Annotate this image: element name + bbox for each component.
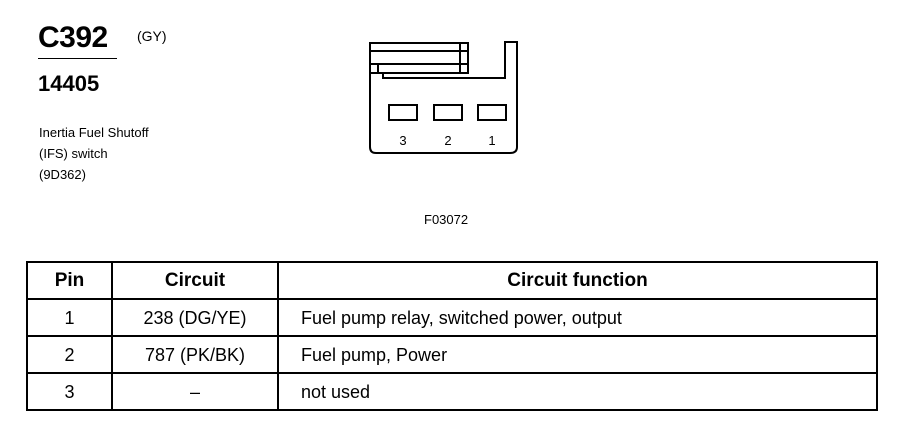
pin-terminal-3 [388, 104, 418, 121]
pin-cell: 3 [26, 372, 113, 411]
function-cell: not used [277, 372, 878, 411]
description-line: (IFS) switch [39, 146, 108, 161]
pin-circuit-table: Pin Circuit Circuit function 1 238 (DG/Y… [26, 261, 878, 411]
pin-label-1: 1 [488, 133, 495, 148]
connector-body-outline [369, 41, 518, 154]
table-row: 3 – not used [26, 372, 878, 411]
description-line: Inertia Fuel Shutoff [39, 125, 149, 140]
circuit-cell: 787 (PK/BK) [111, 335, 279, 374]
header-circuit: Circuit [111, 261, 279, 300]
header-pin: Pin [26, 261, 113, 300]
table-row: 2 787 (PK/BK) Fuel pump, Power [26, 335, 878, 374]
circuit-cell: 238 (DG/YE) [111, 298, 279, 337]
component-description: Inertia Fuel Shutoff (IFS) switch (9D362… [39, 122, 149, 185]
function-cell: Fuel pump relay, switched power, output [277, 298, 878, 337]
function-cell: Fuel pump, Power [277, 335, 878, 374]
title-divider [38, 58, 117, 59]
table-header-row: Pin Circuit Circuit function [26, 261, 878, 300]
part-number: 14405 [38, 71, 100, 96]
color-code: (GY) [137, 28, 167, 44]
pin-terminal-1 [477, 104, 507, 121]
figure-id: F03072 [424, 212, 469, 227]
connector-face-diagram: 3 2 1 [369, 41, 518, 154]
pin-label-3: 3 [399, 133, 406, 148]
description-line: (9D362) [39, 167, 86, 182]
connector-id: C392 [38, 21, 108, 54]
connector-latch-outline [369, 42, 469, 74]
pin-label-2: 2 [444, 133, 451, 148]
header-circuit-function: Circuit function [277, 261, 878, 300]
table-row: 1 238 (DG/YE) Fuel pump relay, switched … [26, 298, 878, 337]
pin-cell: 1 [26, 298, 113, 337]
circuit-cell: – [111, 372, 279, 411]
pin-cell: 2 [26, 335, 113, 374]
pin-terminal-2 [433, 104, 463, 121]
